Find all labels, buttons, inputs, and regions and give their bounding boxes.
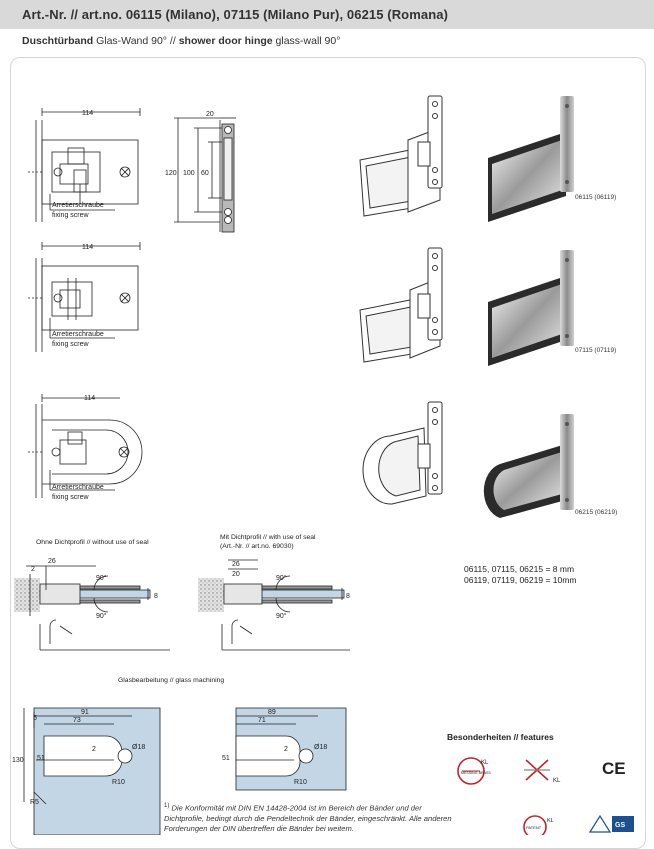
code-romana: 06215 (06219)	[575, 509, 618, 516]
seal-dim-20-b: 20	[232, 571, 240, 578]
label-fixing-2: fixing screw	[52, 341, 90, 348]
subtitle-bold-en: shower door hinge	[178, 35, 273, 47]
label-arretier-1: Arretierschraube	[52, 202, 104, 209]
render-milano-pur-line	[359, 247, 443, 363]
seal-with-label: Mit Dichtprofil // with use of seal	[220, 534, 316, 541]
ml-r5: R5	[30, 799, 39, 806]
subtitle-bold-de: Duschtürband	[22, 35, 94, 47]
dim-100: 100	[183, 170, 195, 177]
no-tools-icon	[524, 759, 550, 781]
dim-60: 60	[201, 170, 209, 177]
seal-dim-2-a: 2	[31, 566, 35, 573]
dim-114-a: 114	[82, 110, 93, 117]
footnote-text: Die Konformität mit DIN EN 14428-2004 is…	[164, 803, 452, 833]
seal-dim-8-b: 8	[346, 593, 350, 600]
mr-2: 2	[284, 746, 288, 753]
machining-left	[23, 707, 161, 835]
label-fixing-3: fixing screw	[52, 494, 90, 501]
glass-size-10mm: 06119, 07119, 06219 = 10mm	[464, 575, 577, 585]
photo-milano-pur	[488, 250, 574, 366]
badge-brass-sub: MESSING BRASS	[461, 771, 491, 775]
subtitle-de: Glas-Wand 90° //	[93, 35, 179, 47]
ml-51: 51	[37, 755, 45, 762]
badge-brass-icon	[457, 757, 485, 785]
seal-dim-90-c: 90°	[276, 574, 287, 582]
machining-title: Glasbearbeitung // glass machining	[118, 677, 224, 684]
seal-dim-26-b: 26	[232, 561, 240, 568]
seal-dim-26-a: 26	[48, 558, 56, 565]
seal-dim-90-d: 90°	[276, 612, 287, 620]
label-fixing-1: fixing screw	[52, 212, 90, 219]
subtitle-en: glass-wall 90°	[272, 35, 341, 47]
footnote-marker: 1)	[164, 803, 170, 809]
dim-114-c: 114	[84, 395, 95, 402]
svg-text:GS: GS	[615, 822, 625, 829]
code-milano: 06115 (06119)	[575, 194, 617, 201]
glass-size-8mm: 06115, 07115, 06215 = 8 mm	[464, 564, 575, 574]
mr-51: 51	[222, 755, 230, 762]
ml-r10: R10	[112, 779, 125, 786]
render-milano-line	[359, 95, 443, 217]
ml-73: 73	[73, 717, 81, 724]
ml-2: 2	[92, 746, 96, 753]
badge-patent-kl: KL	[547, 818, 554, 824]
label-arretier-3: Arretierschraube	[52, 484, 104, 491]
seal-section-without	[14, 565, 170, 651]
page-subtitle: Duschtürband Glas-Wand 90° // shower doo…	[22, 35, 340, 47]
page-title: Art.-Nr. // art.no. 06115 (Milano), 0711…	[22, 7, 449, 22]
ml-5: 5	[33, 715, 37, 722]
code-milano-pur: 07115 (07119)	[575, 347, 617, 354]
dim-114-b: 114	[82, 244, 93, 251]
seal-without-label: Ohne Dichtprofil // without use of seal	[36, 539, 149, 546]
features-title: Besonderheiten // features	[447, 732, 554, 742]
photo-romana	[483, 414, 574, 518]
machining-right	[235, 707, 347, 791]
mr-89: 89	[268, 709, 276, 716]
ml-130: 130	[12, 757, 24, 764]
drawing-milano-front	[28, 108, 141, 222]
seal-dim-90-b: 90°	[96, 612, 107, 620]
ce-mark: CE	[602, 759, 626, 778]
ml-91: 91	[81, 709, 89, 716]
mr-71: 71	[258, 717, 266, 724]
mr-d18: Ø18	[314, 744, 327, 751]
seal-dim-8-a: 8	[154, 593, 158, 600]
seal-with-artno: (Art.-Nr. // art.no. 69030)	[220, 543, 294, 550]
drawing-milano-pur-front	[28, 242, 141, 352]
badge-patent-icon	[523, 815, 547, 835]
dim-20: 20	[206, 111, 214, 118]
seal-dim-90-a: 90°	[96, 574, 107, 582]
ml-d18: Ø18	[132, 744, 145, 751]
dim-120: 120	[165, 170, 177, 177]
footnote: 1) Die Konformität mit DIN EN 14428-2004…	[164, 801, 454, 834]
badge-patent-text: PATENT	[526, 825, 542, 830]
render-romana-line	[362, 401, 443, 505]
header-bar	[0, 0, 654, 29]
badge-brass-kl: KL	[481, 760, 489, 766]
drawing-romana-front	[28, 394, 143, 498]
certification-icon: GS	[588, 814, 634, 833]
drawing-milano-side	[174, 117, 236, 233]
mr-r10: R10	[294, 779, 307, 786]
photo-milano	[488, 96, 574, 222]
no-tools-kl: KL	[553, 778, 561, 784]
seal-section-with	[198, 559, 350, 651]
label-arretier-2: Arretierschraube	[52, 331, 104, 338]
